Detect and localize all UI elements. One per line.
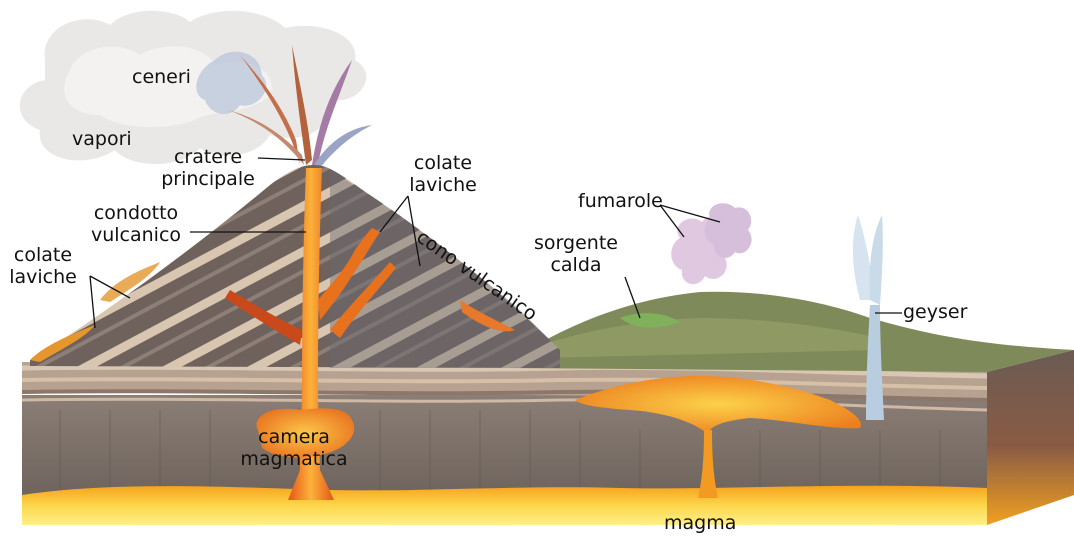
label-fumarole: fumarole xyxy=(578,190,663,212)
side-face xyxy=(987,350,1074,525)
label-colate-laviche-left: colate laviche xyxy=(8,244,78,288)
label-sorgente-line-1: sorgente xyxy=(526,232,626,254)
label-magma: magma xyxy=(664,512,736,534)
magma-layer xyxy=(22,486,987,525)
label-cratere-principale: cratere principale xyxy=(150,146,266,190)
label-condotto-vulcanico: condotto vulcanico xyxy=(80,202,192,246)
label-camera-magmatica: camera magmatica xyxy=(238,426,350,470)
label-condotto-line-1: condotto xyxy=(80,202,192,224)
label-camera-line-1: camera xyxy=(238,426,350,448)
label-vapori: vapori xyxy=(72,128,132,150)
label-colate-top-line-1: colate xyxy=(404,152,482,174)
fumarole-plumes xyxy=(671,203,751,284)
label-geyser: geyser xyxy=(903,301,967,323)
label-cratere-line-1: cratere xyxy=(150,146,266,168)
label-colate-left-line-2: laviche xyxy=(8,266,78,288)
label-sorgente-calda: sorgente calda xyxy=(526,232,626,276)
label-cratere-line-2: principale xyxy=(150,168,266,190)
label-sorgente-line-2: calda xyxy=(526,254,626,276)
label-colate-laviche-top: colate laviche xyxy=(404,152,482,196)
label-colate-left-line-1: colate xyxy=(8,244,78,266)
label-colate-top-line-2: laviche xyxy=(404,174,482,196)
label-ceneri: ceneri xyxy=(132,66,191,88)
label-camera-line-2: magmatica xyxy=(238,448,350,470)
label-condotto-line-2: vulcanico xyxy=(80,224,192,246)
